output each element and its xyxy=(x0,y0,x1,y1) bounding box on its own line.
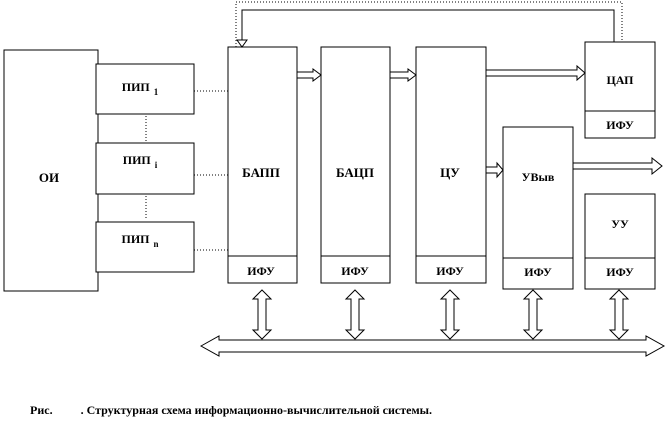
cap-block xyxy=(584,41,656,139)
uvyv-ifu-label: ИФУ xyxy=(524,265,552,279)
arrow-cu-uvyv xyxy=(485,161,504,179)
bapp-ifu-label: ИФУ xyxy=(247,264,275,278)
arrow-uvyv-output xyxy=(572,156,663,176)
figure-caption: Рис. . Структурная схема информационно-в… xyxy=(30,403,432,418)
bacp-label: БАЦП xyxy=(336,165,374,180)
uu-label: УУ xyxy=(611,217,629,231)
arrow-bacp-cu xyxy=(389,68,417,82)
uvyv-label: УВыв xyxy=(522,170,555,184)
arrow-cu-cap xyxy=(485,64,586,82)
uvyv-block xyxy=(502,126,574,290)
bacp-block xyxy=(320,46,391,284)
bus-link-cu xyxy=(439,289,461,340)
bus-link-bacp xyxy=(344,289,366,340)
system-bus xyxy=(199,335,666,357)
pip-n-block xyxy=(95,221,195,273)
pip-i-subscript: i xyxy=(155,160,158,170)
feedback-outer-line xyxy=(235,1,623,47)
cu-ifu-label: ИФУ xyxy=(436,264,464,278)
uu-block xyxy=(584,193,656,290)
oi-label: ОИ xyxy=(39,170,59,185)
feedback-inner-line xyxy=(241,9,615,42)
uu-ifu-label: ИФУ xyxy=(606,265,634,279)
cap-label: ЦАП xyxy=(606,73,634,87)
cu-block xyxy=(415,46,487,284)
cap-ifu-label: ИФУ xyxy=(606,118,634,132)
oi-block xyxy=(3,49,99,292)
feedback-arrow-head xyxy=(236,39,248,48)
bus-link-bapp xyxy=(251,289,273,340)
bus-link-uvyv xyxy=(522,289,544,340)
pip-i-block xyxy=(95,142,195,195)
bapp-label: БАПП xyxy=(242,165,280,180)
pip-1-subscript: 1 xyxy=(154,87,159,97)
bus-link-uu xyxy=(608,289,630,340)
arrow-bapp-bacp xyxy=(296,68,322,82)
cu-label: ЦУ xyxy=(440,165,460,180)
pip-n-subscript: n xyxy=(154,239,159,249)
caption-prefix: Рис. xyxy=(30,403,53,417)
bapp-block xyxy=(227,46,298,284)
pip-1-block xyxy=(95,63,195,115)
bacp-ifu-label: ИФУ xyxy=(341,264,369,278)
caption-text: . Структурная схема информационно-вычисл… xyxy=(80,403,432,417)
